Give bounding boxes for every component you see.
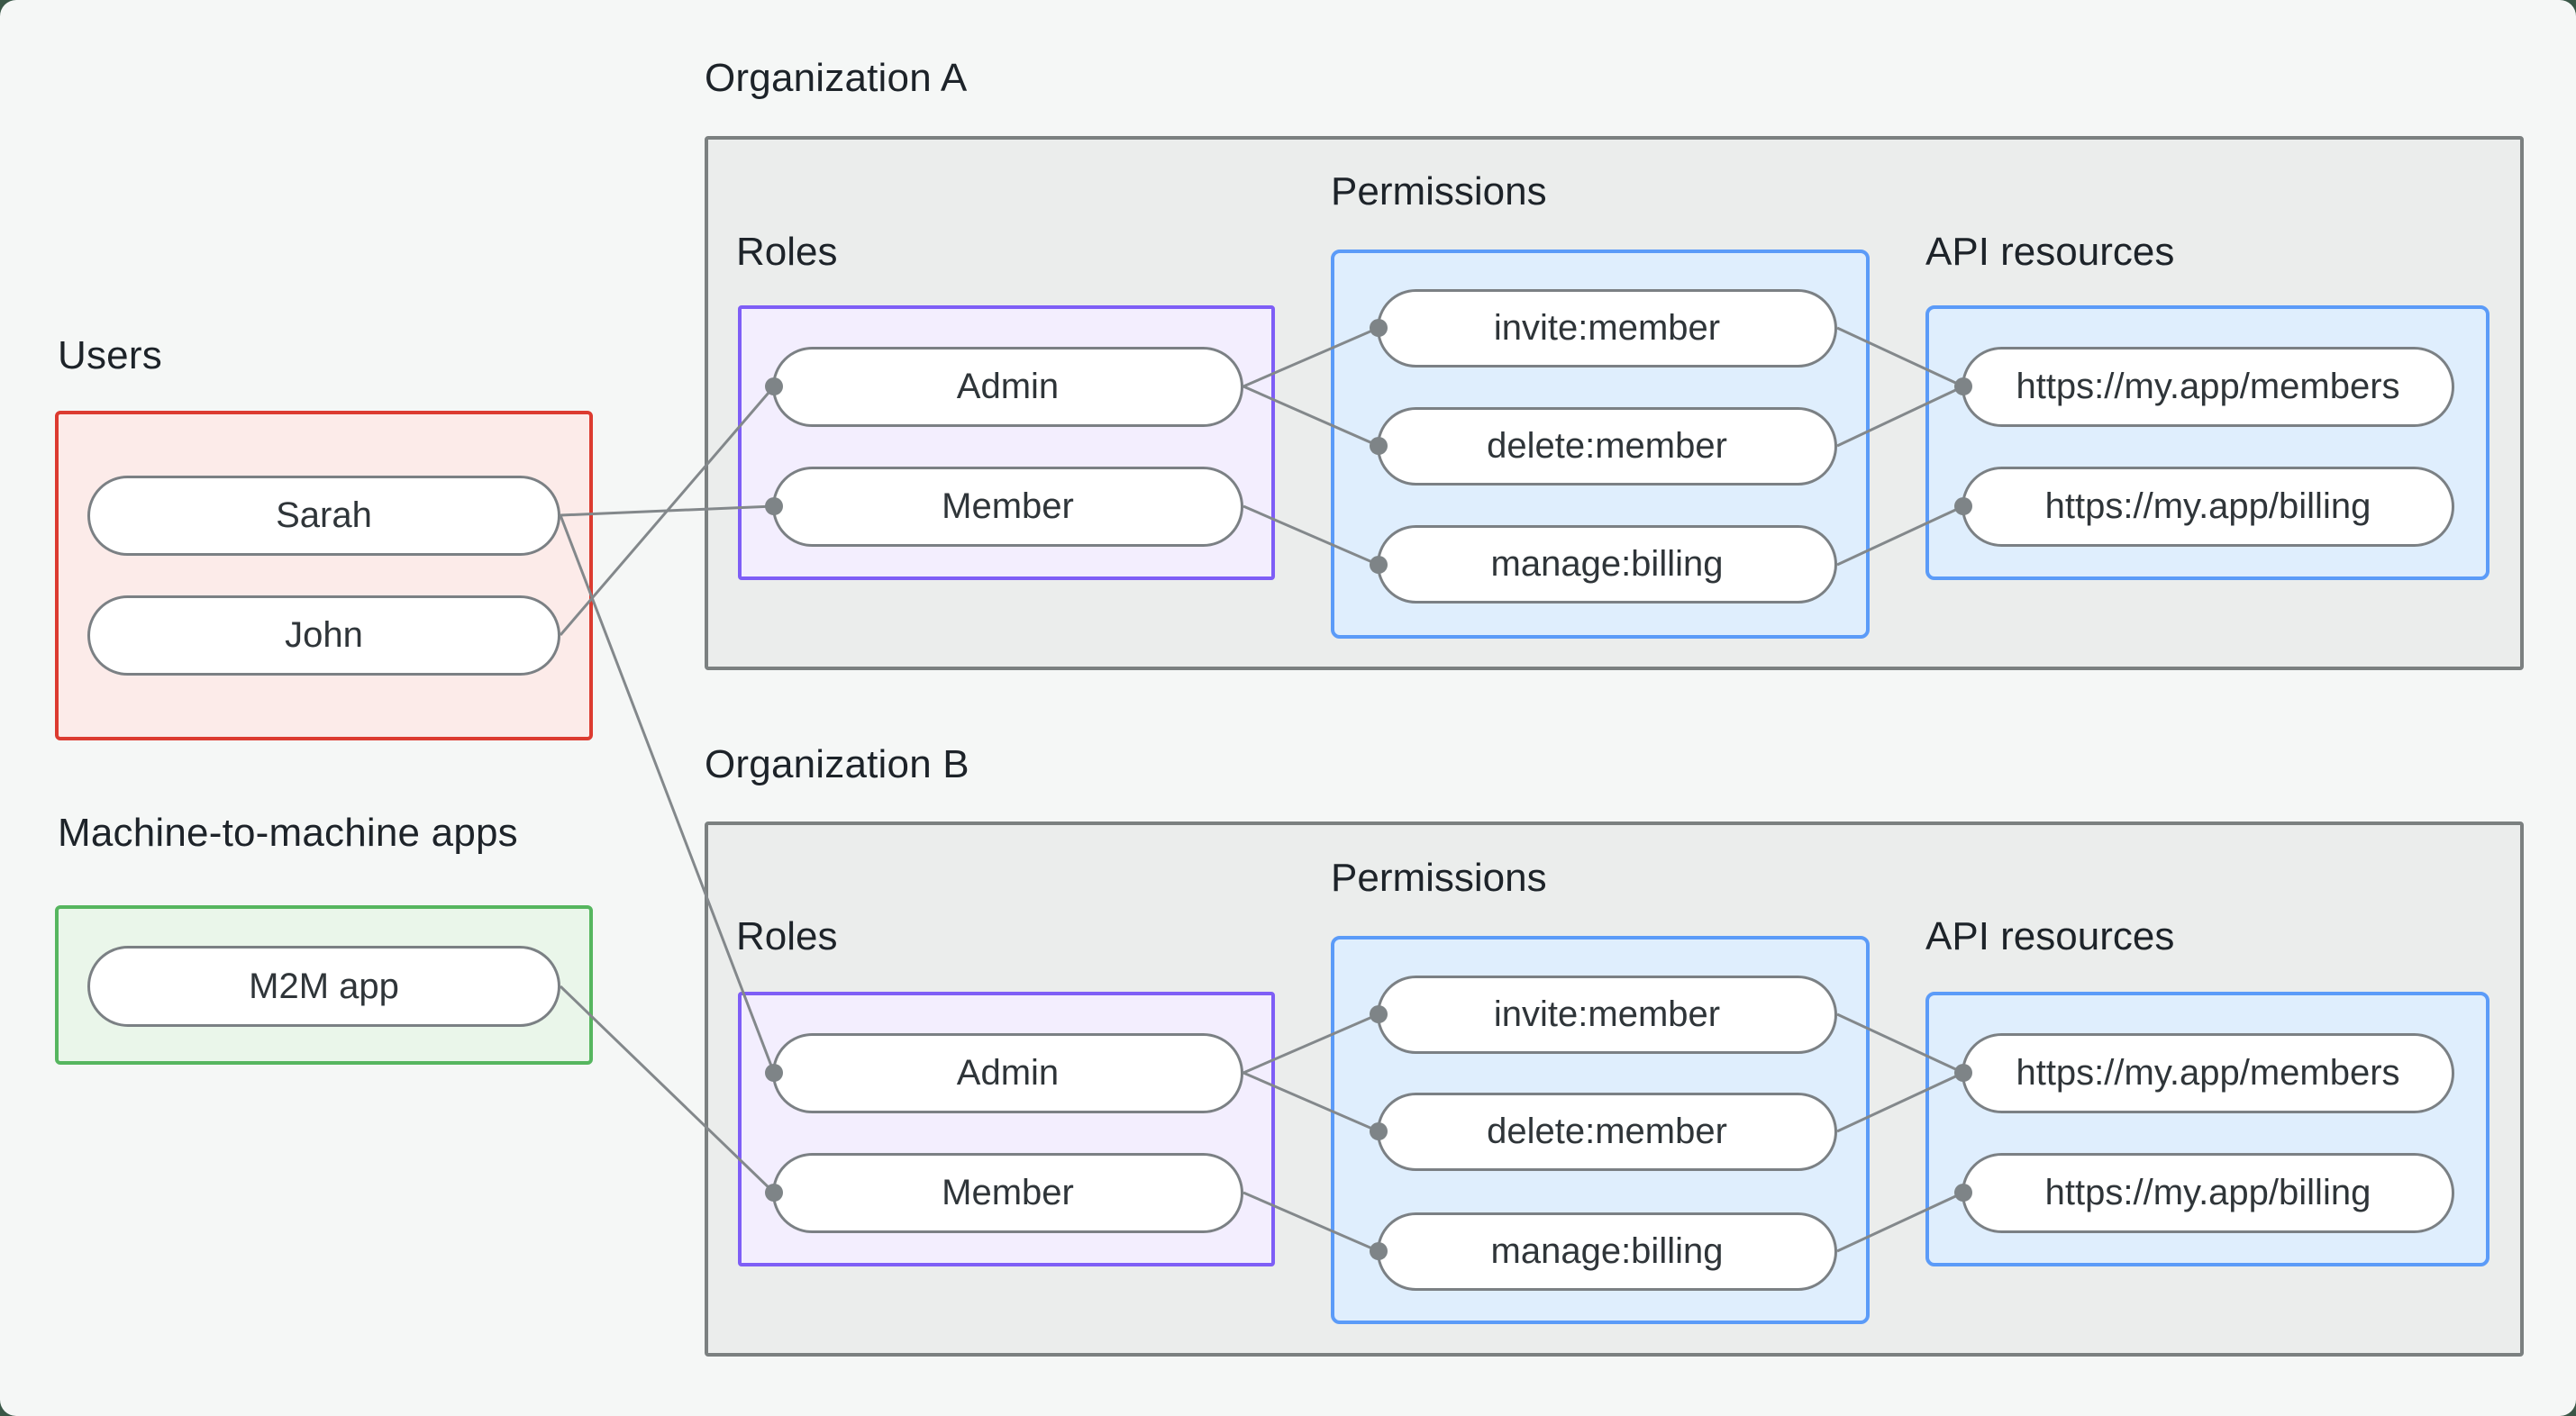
node-label: invite:member [1493,308,1721,348]
node-org-a-role-admin: Admin [772,347,1243,427]
node-org-a-api-members: https://my.app/members [1962,347,2454,427]
node-org-b-role-admin: Admin [772,1033,1243,1113]
users-section-label: Users [58,333,162,377]
node-label: https://my.app/members [2016,367,2400,406]
node-label: Sarah [276,495,372,535]
node-label: Member [942,1173,1074,1212]
node-org-a-api-billing: https://my.app/billing [1962,467,2454,547]
node-label: invite:member [1493,994,1721,1034]
node-org-a-perm-manage-billing: manage:billing [1377,525,1837,604]
node-label: M2M app [249,966,399,1006]
node-label: manage:billing [1490,1231,1724,1271]
node-org-a-perm-delete-member: delete:member [1377,407,1837,486]
node-org-a-role-member: Member [772,467,1243,547]
node-org-b-role-member: Member [772,1153,1243,1233]
users-group-box [55,411,593,740]
node-label: Admin [956,367,1060,406]
node-label: manage:billing [1490,544,1724,584]
node-user-john: John [87,595,560,676]
node-label: https://my.app/members [2016,1053,2400,1093]
node-label: delete:member [1487,1112,1727,1151]
org-a-roles-label: Roles [736,230,838,274]
org-a-title: Organization A [705,56,968,100]
node-user-sarah: Sarah [87,476,560,556]
node-label: https://my.app/billing [2044,1173,2371,1212]
org-b-title: Organization B [705,742,969,786]
org-a-api-label: API resources [1925,230,2175,274]
node-m2m-app: M2M app [87,946,560,1027]
org-b-roles-label: Roles [736,914,838,958]
node-org-b-api-billing: https://my.app/billing [1962,1153,2454,1233]
node-label: Member [942,486,1074,526]
node-label: John [285,615,363,655]
node-label: Admin [956,1053,1060,1093]
org-a-permissions-label: Permissions [1331,169,1547,213]
org-b-api-label: API resources [1925,914,2175,958]
node-org-b-perm-manage-billing: manage:billing [1377,1212,1837,1291]
node-label: delete:member [1487,426,1727,466]
node-label: https://my.app/billing [2044,486,2371,526]
m2m-section-label: Machine-to-machine apps [58,811,518,855]
node-org-b-api-members: https://my.app/members [1962,1033,2454,1113]
org-b-permissions-label: Permissions [1331,856,1547,900]
node-org-b-perm-delete-member: delete:member [1377,1093,1837,1171]
node-org-a-perm-invite-member: invite:member [1377,289,1837,368]
node-org-b-perm-invite-member: invite:member [1377,976,1837,1054]
